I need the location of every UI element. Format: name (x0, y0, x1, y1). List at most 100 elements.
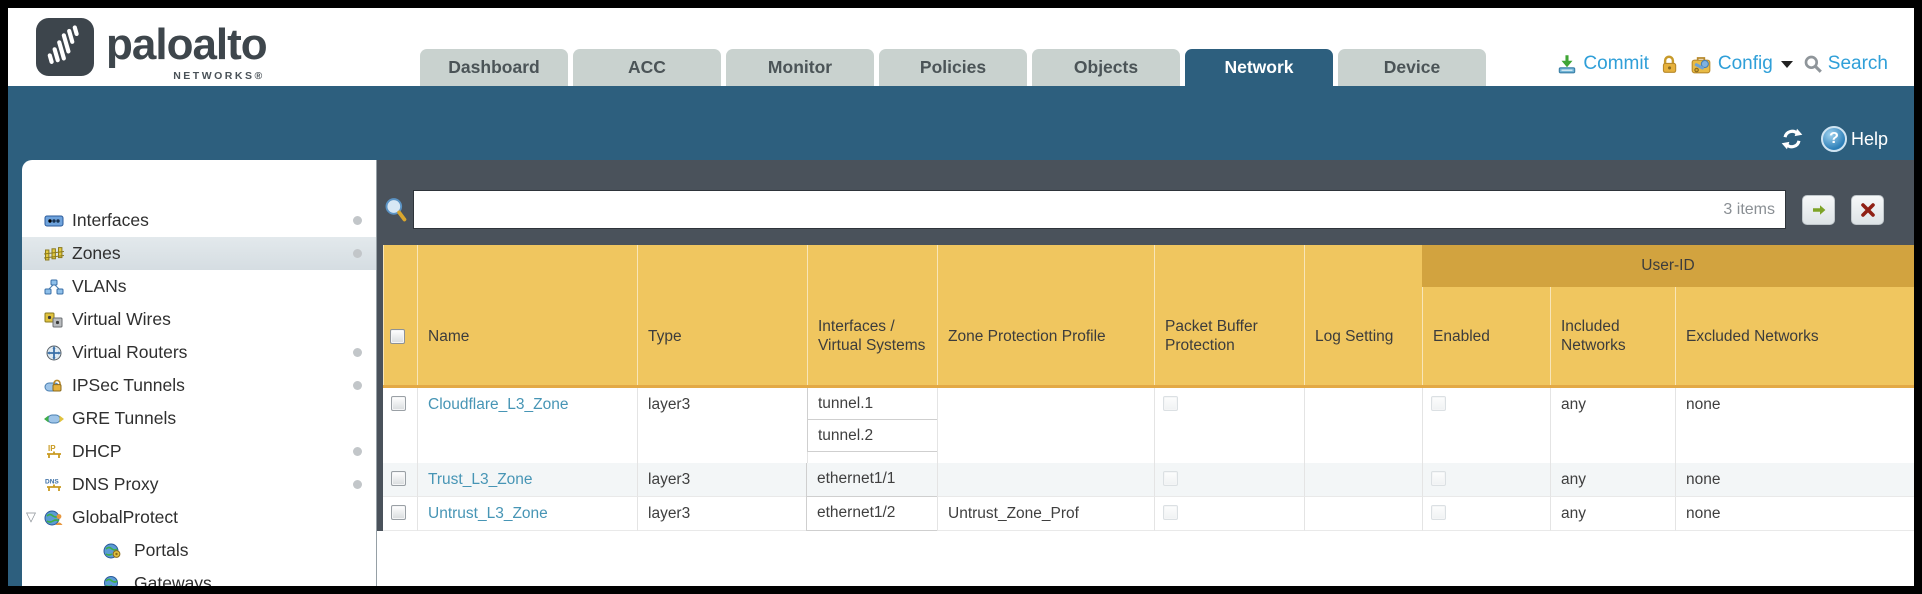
sidebar-rail: Interfaces Zones (8, 160, 377, 586)
log-setting-cell (1304, 463, 1422, 497)
commit-icon (1559, 55, 1576, 74)
table-row-untrust-l3-zone: Untrust_L3_Zone layer3 ethernet1/2 Untru… (383, 497, 1914, 531)
tab-objects[interactable]: Objects (1032, 49, 1180, 86)
col-header-enabled[interactable]: Enabled (1422, 245, 1550, 385)
sidebar-item-globalprotect[interactable]: ▽ GlobalProtect (22, 501, 376, 534)
col-header-name[interactable]: Name (417, 245, 637, 385)
col-header-log-setting[interactable]: Log Setting (1304, 245, 1422, 385)
sidebar-item-portals[interactable]: Portals (22, 534, 376, 567)
sidebar-item-dns-proxy[interactable]: DNS DNS Proxy (22, 468, 376, 501)
packet-buffer-protection-checkbox[interactable] (1163, 505, 1178, 520)
sidebar-item-virtual-routers[interactable]: Virtual Routers (22, 336, 376, 369)
zones-table: User-ID Name Type Interfaces / Virtual S… (377, 245, 1914, 531)
row-checkbox[interactable] (391, 396, 406, 411)
globalprotect-icon (44, 510, 63, 525)
zone-protection-profile-cell (937, 388, 1154, 463)
user-id-enabled-checkbox[interactable] (1431, 396, 1446, 411)
config-icon (1691, 57, 1711, 74)
packet-buffer-protection-checkbox[interactable] (1163, 396, 1178, 411)
config-menu-button[interactable]: Config (1689, 53, 1793, 75)
col-header-included-networks[interactable]: Included Networks (1550, 245, 1675, 385)
apply-filter-button[interactable] (1802, 194, 1835, 225)
status-dot (353, 480, 362, 489)
packet-buffer-protection-checkbox[interactable] (1163, 471, 1178, 486)
gre-tunnels-icon (44, 414, 64, 423)
sidebar-item-ipsec-tunnels[interactable]: IPSec Tunnels (22, 369, 376, 402)
ipsec-tunnels-icon (44, 379, 62, 391)
excluded-networks-cell: none (1675, 497, 1914, 531)
sidebar-item-label: Virtual Wires (72, 309, 171, 329)
svg-text:IP: IP (48, 444, 56, 453)
col-header-zone-protection-profile[interactable]: Zone Protection Profile (937, 245, 1154, 385)
svg-text:DNS: DNS (45, 478, 59, 485)
sub-header-band: ? Help (8, 86, 1914, 160)
item-count-label: 3 items (1723, 200, 1775, 218)
sidebar-item-dhcp[interactable]: IP DHCP (22, 435, 376, 468)
virtual-wires-icon (44, 312, 63, 327)
zone-name-link[interactable]: Trust_L3_Zone (428, 471, 533, 488)
table-row-trust-l3-zone: Trust_L3_Zone layer3 ethernet1/1 any non… (383, 463, 1914, 497)
interface-cell: tunnel.2 (807, 419, 938, 452)
status-dot (353, 447, 362, 456)
tab-device[interactable]: Device (1338, 49, 1486, 86)
excluded-networks-cell: none (1675, 463, 1914, 497)
col-header-excluded-networks[interactable]: Excluded Networks (1675, 245, 1914, 385)
tab-monitor[interactable]: Monitor (726, 49, 874, 86)
status-dot (353, 216, 362, 225)
filter-search-icon[interactable] (383, 197, 407, 223)
user-id-enabled-checkbox[interactable] (1431, 505, 1446, 520)
top-action-links: Commit Config (1556, 53, 1888, 75)
sidebar-item-label: Portals (134, 540, 189, 560)
zone-protection-profile-cell: Untrust_Zone_Prof (937, 497, 1154, 531)
user-id-enabled-checkbox[interactable] (1431, 471, 1446, 486)
row-checkbox[interactable] (391, 471, 406, 486)
sidebar-item-gre-tunnels[interactable]: GRE Tunnels (22, 402, 376, 435)
zone-name-link[interactable]: Untrust_L3_Zone (428, 505, 548, 522)
excluded-networks-cell: none (1675, 388, 1914, 463)
log-setting-cell (1304, 388, 1422, 463)
zone-name-link[interactable]: Cloudflare_L3_Zone (428, 396, 569, 413)
search-icon (1804, 55, 1822, 73)
sidebar-item-label: Zones (72, 243, 121, 263)
filter-input-box: 3 items (413, 190, 1786, 229)
refresh-icon[interactable] (1779, 127, 1805, 151)
tab-network[interactable]: Network (1185, 49, 1333, 86)
sidebar-item-label: DNS Proxy (72, 474, 159, 494)
sidebar-item-vlans[interactable]: VLANs (22, 270, 376, 303)
red-x-icon (1860, 202, 1875, 217)
row-checkbox[interactable] (391, 505, 406, 520)
sidebar-item-label: DHCP (72, 441, 122, 461)
sidebar-item-virtual-wires[interactable]: Virtual Wires (22, 303, 376, 336)
dhcp-icon: IP (47, 444, 61, 458)
status-dot (353, 381, 362, 390)
sidebar-item-zones[interactable]: Zones (22, 237, 376, 270)
filter-input[interactable] (414, 191, 1724, 228)
dns-proxy-icon: DNS (45, 478, 61, 491)
expander-triangle-icon[interactable]: ▽ (26, 509, 36, 524)
status-dot (353, 348, 362, 357)
col-header-interfaces[interactable]: Interfaces / Virtual Systems (807, 245, 937, 385)
brand-text: paloalto NETWORKS® (106, 18, 268, 82)
clear-filter-button[interactable] (1851, 194, 1884, 225)
select-all-checkbox[interactable] (390, 328, 405, 344)
tab-dashboard[interactable]: Dashboard (420, 49, 568, 86)
paloalto-logo-icon (36, 18, 94, 76)
commit-button[interactable]: Commit (1556, 53, 1649, 75)
lock-icon[interactable] (1659, 53, 1679, 75)
tab-acc[interactable]: ACC (573, 49, 721, 86)
sidebar-item-gateways[interactable]: Gateways (22, 567, 376, 586)
col-header-type[interactable]: Type (637, 245, 807, 385)
included-networks-cell: any (1550, 463, 1675, 497)
zones-icon (44, 246, 64, 260)
search-button[interactable]: Search (1803, 53, 1888, 75)
help-button[interactable]: ? Help (1820, 126, 1888, 152)
page-body: Interfaces Zones (8, 160, 1914, 586)
sidebar-item-interfaces[interactable]: Interfaces (22, 204, 376, 237)
filter-bar: 3 items (377, 160, 1914, 245)
top-header-band: paloalto NETWORKS® Dashboard ACC Monitor… (8, 8, 1914, 86)
col-header-packet-buffer-protection[interactable]: Packet Buffer Protection (1154, 245, 1304, 385)
tab-policies[interactable]: Policies (879, 49, 1027, 86)
zones-content: 3 items User-ID Name (377, 160, 1914, 586)
zone-type-cell: layer3 (637, 388, 807, 463)
